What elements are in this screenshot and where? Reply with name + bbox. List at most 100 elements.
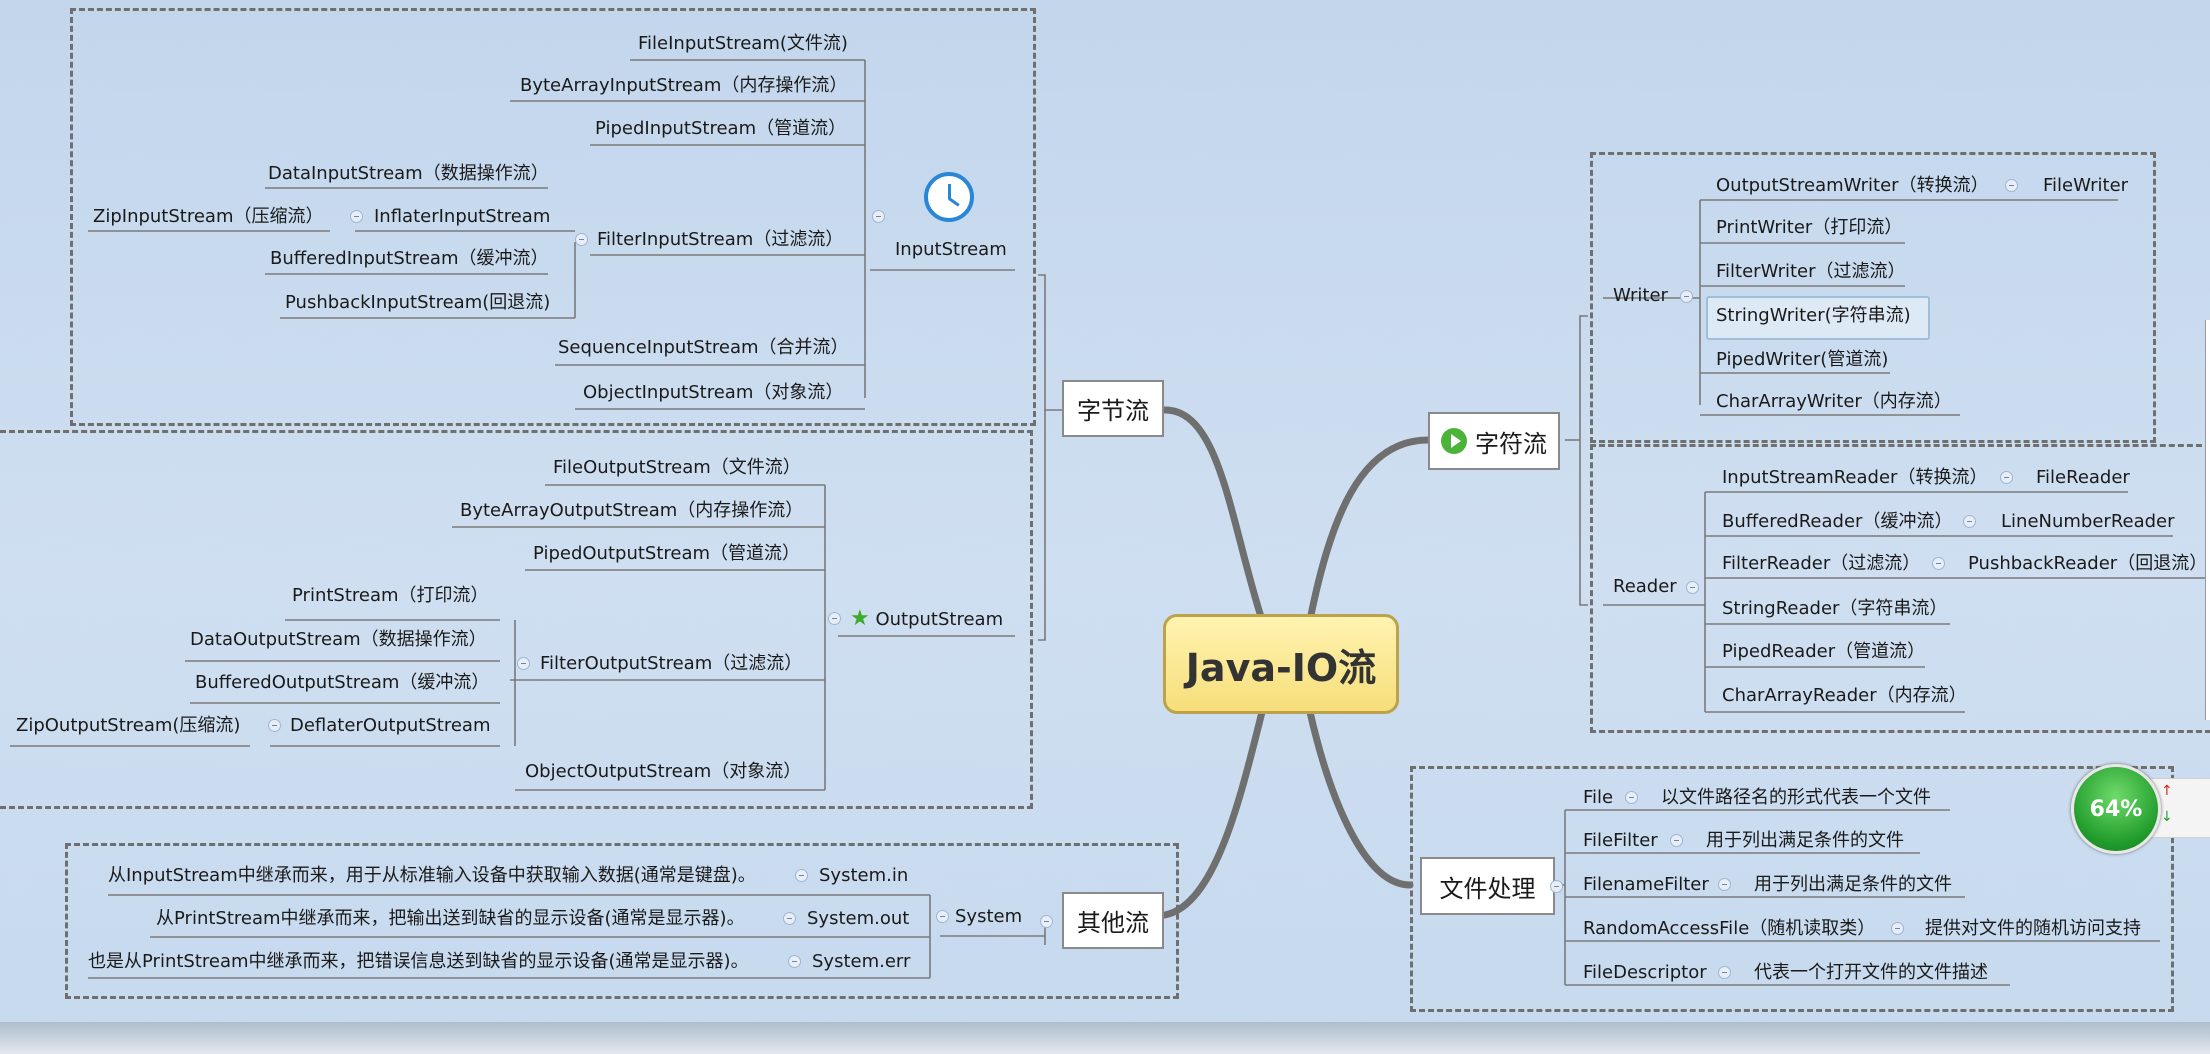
node-pipedoutputstream[interactable]: PipedOutputStream（管道流） [533, 543, 801, 564]
node-randomaccessfile[interactable]: RandomAccessFile（随机读取类） [1583, 918, 1876, 939]
node-filefilter[interactable]: FileFilter [1583, 830, 1658, 851]
outputstream-collapse-icon[interactable] [828, 612, 841, 625]
outputstream-group [0, 430, 1033, 809]
node-filterinputstream[interactable]: FilterInputStream（过滤流） [597, 229, 844, 250]
filedescriptor-collapse-icon[interactable] [1718, 966, 1731, 979]
file-description: 以文件路径名的形式代表一个文件 [1661, 787, 1931, 808]
node-linenumberreader[interactable]: LineNumberReader [2001, 511, 2175, 532]
node-fileoutputstream[interactable]: FileOutputStream（文件流） [553, 457, 801, 478]
node-inputstreamreader[interactable]: InputStreamReader（转换流） [1722, 467, 1988, 488]
node-system-out[interactable]: System.out [807, 908, 910, 929]
node-system-err[interactable]: System.err [812, 951, 911, 972]
node-system-in[interactable]: System.in [819, 865, 909, 886]
file-processing-box[interactable]: 文件处理 [1420, 857, 1555, 915]
system-err-collapse-icon[interactable] [788, 955, 801, 968]
node-zipinputstream[interactable]: ZipInputStream（压缩流） [93, 206, 324, 227]
system-out-description: 从PrintStream中继承而来，把输出送到缺省的显示设备(通常是显示器)。 [156, 908, 745, 929]
randomaccessfile-description: 提供对文件的随机访问支持 [1925, 918, 2141, 939]
node-printwriter[interactable]: PrintWriter（打印流） [1716, 217, 1903, 238]
node-pipedwriter[interactable]: PipedWriter(管道流) [1716, 349, 1889, 370]
node-bytearrayinputstream[interactable]: ByteArrayInputStream（内存操作流） [520, 75, 848, 96]
system-group [65, 843, 1179, 999]
file-collapse-icon[interactable] [1625, 791, 1638, 804]
writer-collapse-icon[interactable] [1680, 290, 1693, 303]
node-printstream[interactable]: PrintStream（打印流） [292, 585, 489, 606]
deflater-collapse-icon[interactable] [268, 719, 281, 732]
filenamefilter-description: 用于列出满足条件的文件 [1754, 874, 1952, 895]
download-arrow-icon: ↓ [2161, 809, 2173, 825]
node-filewriter[interactable]: FileWriter [2043, 175, 2129, 196]
stringwriter-highlight [1706, 296, 1930, 340]
filedescriptor-description: 代表一个打开文件的文件描述 [1754, 962, 1988, 983]
filterreader-collapse-icon[interactable] [1932, 557, 1945, 570]
outputstreamwriter-collapse-icon[interactable] [2005, 179, 2018, 192]
node-filterwriter[interactable]: FilterWriter（过滤流） [1716, 261, 1906, 282]
bufferedreader-collapse-icon[interactable] [1963, 515, 1976, 528]
node-datainputstream[interactable]: DataInputStream（数据操作流） [268, 163, 549, 184]
inflater-collapse-icon[interactable] [350, 210, 363, 223]
node-pushbackreader[interactable]: PushbackReader（回退流） [1968, 553, 2208, 574]
node-objectinputstream[interactable]: ObjectInputStream（对象流） [583, 382, 844, 403]
node-inputstream[interactable]: InputStream [895, 238, 1007, 262]
node-sequenceinputstream[interactable]: SequenceInputStream（合并流） [558, 337, 849, 358]
node-chararrayreader[interactable]: CharArrayReader（内存流） [1722, 685, 1967, 706]
node-bufferedinputstream[interactable]: BufferedInputStream（缓冲流） [270, 248, 549, 269]
node-file[interactable]: File [1583, 787, 1614, 808]
node-system[interactable]: System [955, 906, 1023, 927]
randomaccessfile-collapse-icon[interactable] [1891, 922, 1904, 935]
filterinputstream-collapse-icon[interactable] [575, 233, 588, 246]
percent-gauge[interactable]: 64% [2071, 764, 2161, 854]
char-stream-box[interactable]: 字符流 [1428, 412, 1560, 470]
node-bufferedoutputstream[interactable]: BufferedOutputStream（缓冲流） [195, 672, 490, 693]
system-in-description: 从InputStream中继承而来，用于从标准输入设备中获取输入数据(通常是键盘… [108, 865, 756, 886]
file-group [1410, 766, 2174, 1012]
upload-arrow-icon: ↑ [2161, 783, 2173, 799]
reader-collapse-icon[interactable] [1686, 581, 1699, 594]
node-filteroutputstream[interactable]: FilterOutputStream（过滤流） [540, 653, 803, 674]
byte-stream-box[interactable]: 字节流 [1062, 380, 1164, 437]
node-inflaterinputstream[interactable]: InflaterInputStream [374, 206, 551, 227]
node-filenamefilter[interactable]: FilenameFilter [1583, 874, 1709, 895]
node-pushbackinputstream[interactable]: PushbackInputStream(回退流) [285, 292, 551, 313]
node-objectoutputstream[interactable]: ObjectOutputStream（对象流） [525, 761, 802, 782]
filteroutputstream-collapse-icon[interactable] [517, 657, 530, 670]
inputstream-collapse-icon[interactable] [872, 210, 885, 223]
node-filedescriptor[interactable]: FileDescriptor [1583, 962, 1707, 983]
node-fileinputstream[interactable]: FileInputStream(文件流) [638, 33, 848, 54]
clock-icon [924, 172, 974, 222]
system-collapse-icon[interactable] [936, 910, 949, 923]
node-reader[interactable]: Reader [1613, 576, 1677, 597]
node-filereader[interactable]: FileReader [2036, 467, 2130, 488]
node-stringreader[interactable]: StringReader（字符串流） [1722, 598, 1948, 619]
node-bytearrayoutputstream[interactable]: ByteArrayOutputStream（内存操作流） [460, 500, 804, 521]
star-icon: ★ [850, 606, 870, 631]
node-outputstream[interactable]: ★ OutputStream [850, 607, 1003, 632]
central-topic[interactable]: Java-IO流 [1163, 614, 1399, 714]
node-stringwriter[interactable]: StringWriter(字符串流) [1716, 305, 1911, 326]
system-in-collapse-icon[interactable] [795, 869, 808, 882]
node-outputstreamwriter[interactable]: OutputStreamWriter（转换流） [1716, 175, 1989, 196]
file-processing-collapse-icon[interactable] [1550, 880, 1563, 893]
node-chararraywriter[interactable]: CharArrayWriter（内存流） [1716, 391, 1952, 412]
filefilter-collapse-icon[interactable] [1670, 834, 1683, 847]
node-writer[interactable]: Writer [1613, 285, 1668, 306]
node-dataoutputstream[interactable]: DataOutputStream（数据操作流） [190, 629, 487, 650]
inputstreamreader-collapse-icon[interactable] [2000, 471, 2013, 484]
system-out-collapse-icon[interactable] [783, 912, 796, 925]
other-stream-collapse-icon[interactable] [1040, 915, 1053, 928]
outputstream-label: OutputStream [875, 609, 1004, 630]
node-pipedinputstream[interactable]: PipedInputStream（管道流） [595, 118, 847, 139]
bottom-strip [0, 1022, 2210, 1054]
right-edge-panel [2205, 320, 2210, 720]
node-pipedreader[interactable]: PipedReader（管道流） [1722, 641, 1926, 662]
writer-group [1590, 152, 2156, 443]
inputstream-group [70, 8, 1036, 426]
node-bufferedreader[interactable]: BufferedReader（缓冲流） [1722, 511, 1953, 532]
node-deflateroutputstream[interactable]: DeflaterOutputStream [290, 715, 491, 736]
other-stream-box[interactable]: 其他流 [1062, 892, 1164, 949]
filenamefilter-collapse-icon[interactable] [1718, 878, 1731, 891]
node-zipoutputstream[interactable]: ZipOutputStream(压缩流) [16, 715, 241, 736]
system-err-description: 也是从PrintStream中继承而来，把错误信息送到缺省的显示设备(通常是显示… [88, 951, 749, 972]
node-filterreader[interactable]: FilterReader（过滤流） [1722, 553, 1921, 574]
